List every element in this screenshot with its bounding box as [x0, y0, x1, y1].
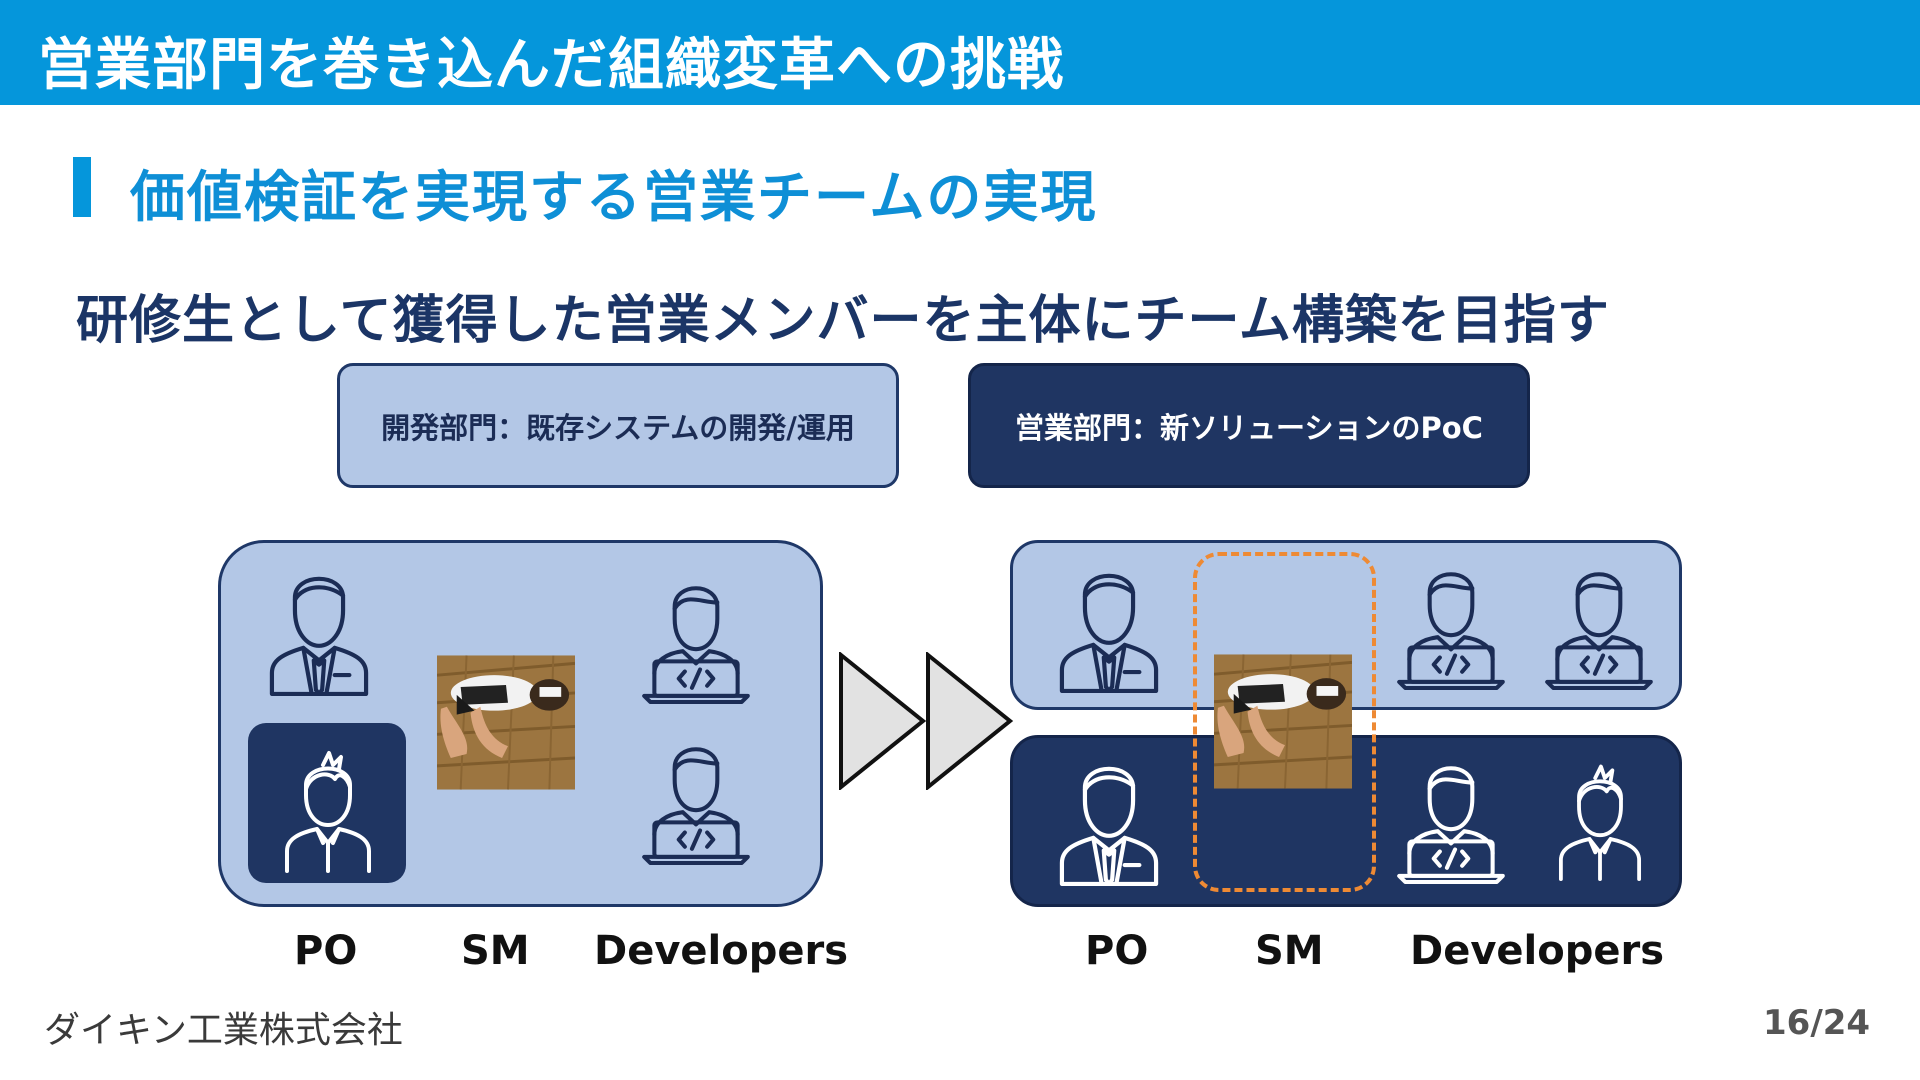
developer-laptop-icon: [1543, 558, 1655, 690]
sub-heading: 研修生として獲得した営業メンバーを主体にチーム構築を目指す: [76, 291, 1610, 351]
young-person-icon: [1546, 757, 1654, 881]
dev-department-label: 開発部門：既存システムの開発/運用: [381, 410, 855, 445]
young-person-icon: [270, 743, 386, 873]
title-bar: [0, 0, 1920, 105]
after-po-label: PO: [1085, 928, 1149, 974]
sales-department-label: 営業部門：新ソリューションのPoC: [1015, 410, 1483, 445]
footer-company: ダイキン工業株式会社: [44, 1010, 403, 1051]
before-sm-label: SM: [461, 928, 530, 974]
arrow-1: [839, 652, 927, 790]
before-po-label: PO: [294, 928, 358, 974]
developer-laptop-icon: [640, 733, 752, 865]
developer-laptop-icon: [1395, 558, 1507, 690]
developer-laptop-icon: [640, 572, 752, 704]
before-developers-label: Developers: [594, 928, 849, 974]
businessman-icon: [260, 560, 378, 696]
slide-title: 営業部門を巻き込んだ組織変革への挑戦: [38, 33, 1064, 98]
dev-department-box: 開発部門：既存システムの開発/運用: [337, 363, 899, 488]
businessman-icon: [1050, 557, 1168, 693]
page-number: 16/24: [1763, 1003, 1871, 1043]
sm-dashed-frame: [1193, 552, 1376, 892]
arrow-2: [926, 652, 1014, 790]
photo-sm-before: [437, 655, 575, 790]
transition-arrows: [839, 652, 1014, 790]
section-heading: 価値検証を実現する営業チームの実現: [130, 165, 1098, 229]
businessman-icon: [1050, 750, 1168, 886]
section-marker: [73, 157, 91, 217]
after-developers-label: Developers: [1410, 928, 1665, 974]
developer-laptop-icon: [1395, 752, 1507, 884]
after-sm-label: SM: [1255, 928, 1324, 974]
sales-department-box: 営業部門：新ソリューションのPoC: [968, 363, 1530, 488]
